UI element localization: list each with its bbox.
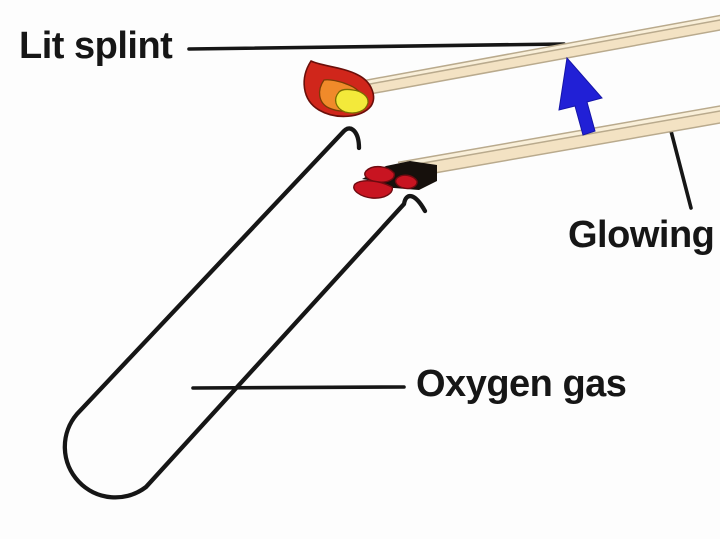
glowing-splint-stick <box>397 105 720 181</box>
ember-flame-upper <box>364 166 395 183</box>
glowing-splint-top-edge <box>397 105 720 164</box>
oxygen-gas-label: Oxygen gas <box>416 363 627 405</box>
glowing-label: Glowing <box>568 214 715 256</box>
lit-splint-stick <box>365 14 720 96</box>
lit-splint-ridge-line <box>365 19 720 86</box>
relight-arrow-icon <box>558 56 603 136</box>
glowing-splint-bottom-edge <box>397 122 720 181</box>
glowing-splint-ridge-line <box>397 110 720 169</box>
lit-splint-front-face <box>366 19 720 95</box>
ember-flame-small <box>394 174 418 190</box>
oxygen-gas-pointer-line <box>191 385 406 390</box>
lit-splint-bottom-edge <box>365 29 720 96</box>
lit-splint-top-edge <box>365 14 720 81</box>
lit-splint-label: Lit splint <box>19 25 173 67</box>
glowing-pointer-line <box>669 129 693 210</box>
ember-flame-lower <box>353 180 393 199</box>
glowing-splint-front-face <box>398 111 720 180</box>
lit-splint-top-face <box>366 15 720 85</box>
lit-splint-pointer-line <box>187 42 566 51</box>
flame-inner-layer <box>334 88 369 114</box>
flame-icon <box>303 60 375 118</box>
test-tube <box>62 126 428 500</box>
glowing-splint-top-face <box>398 106 720 168</box>
